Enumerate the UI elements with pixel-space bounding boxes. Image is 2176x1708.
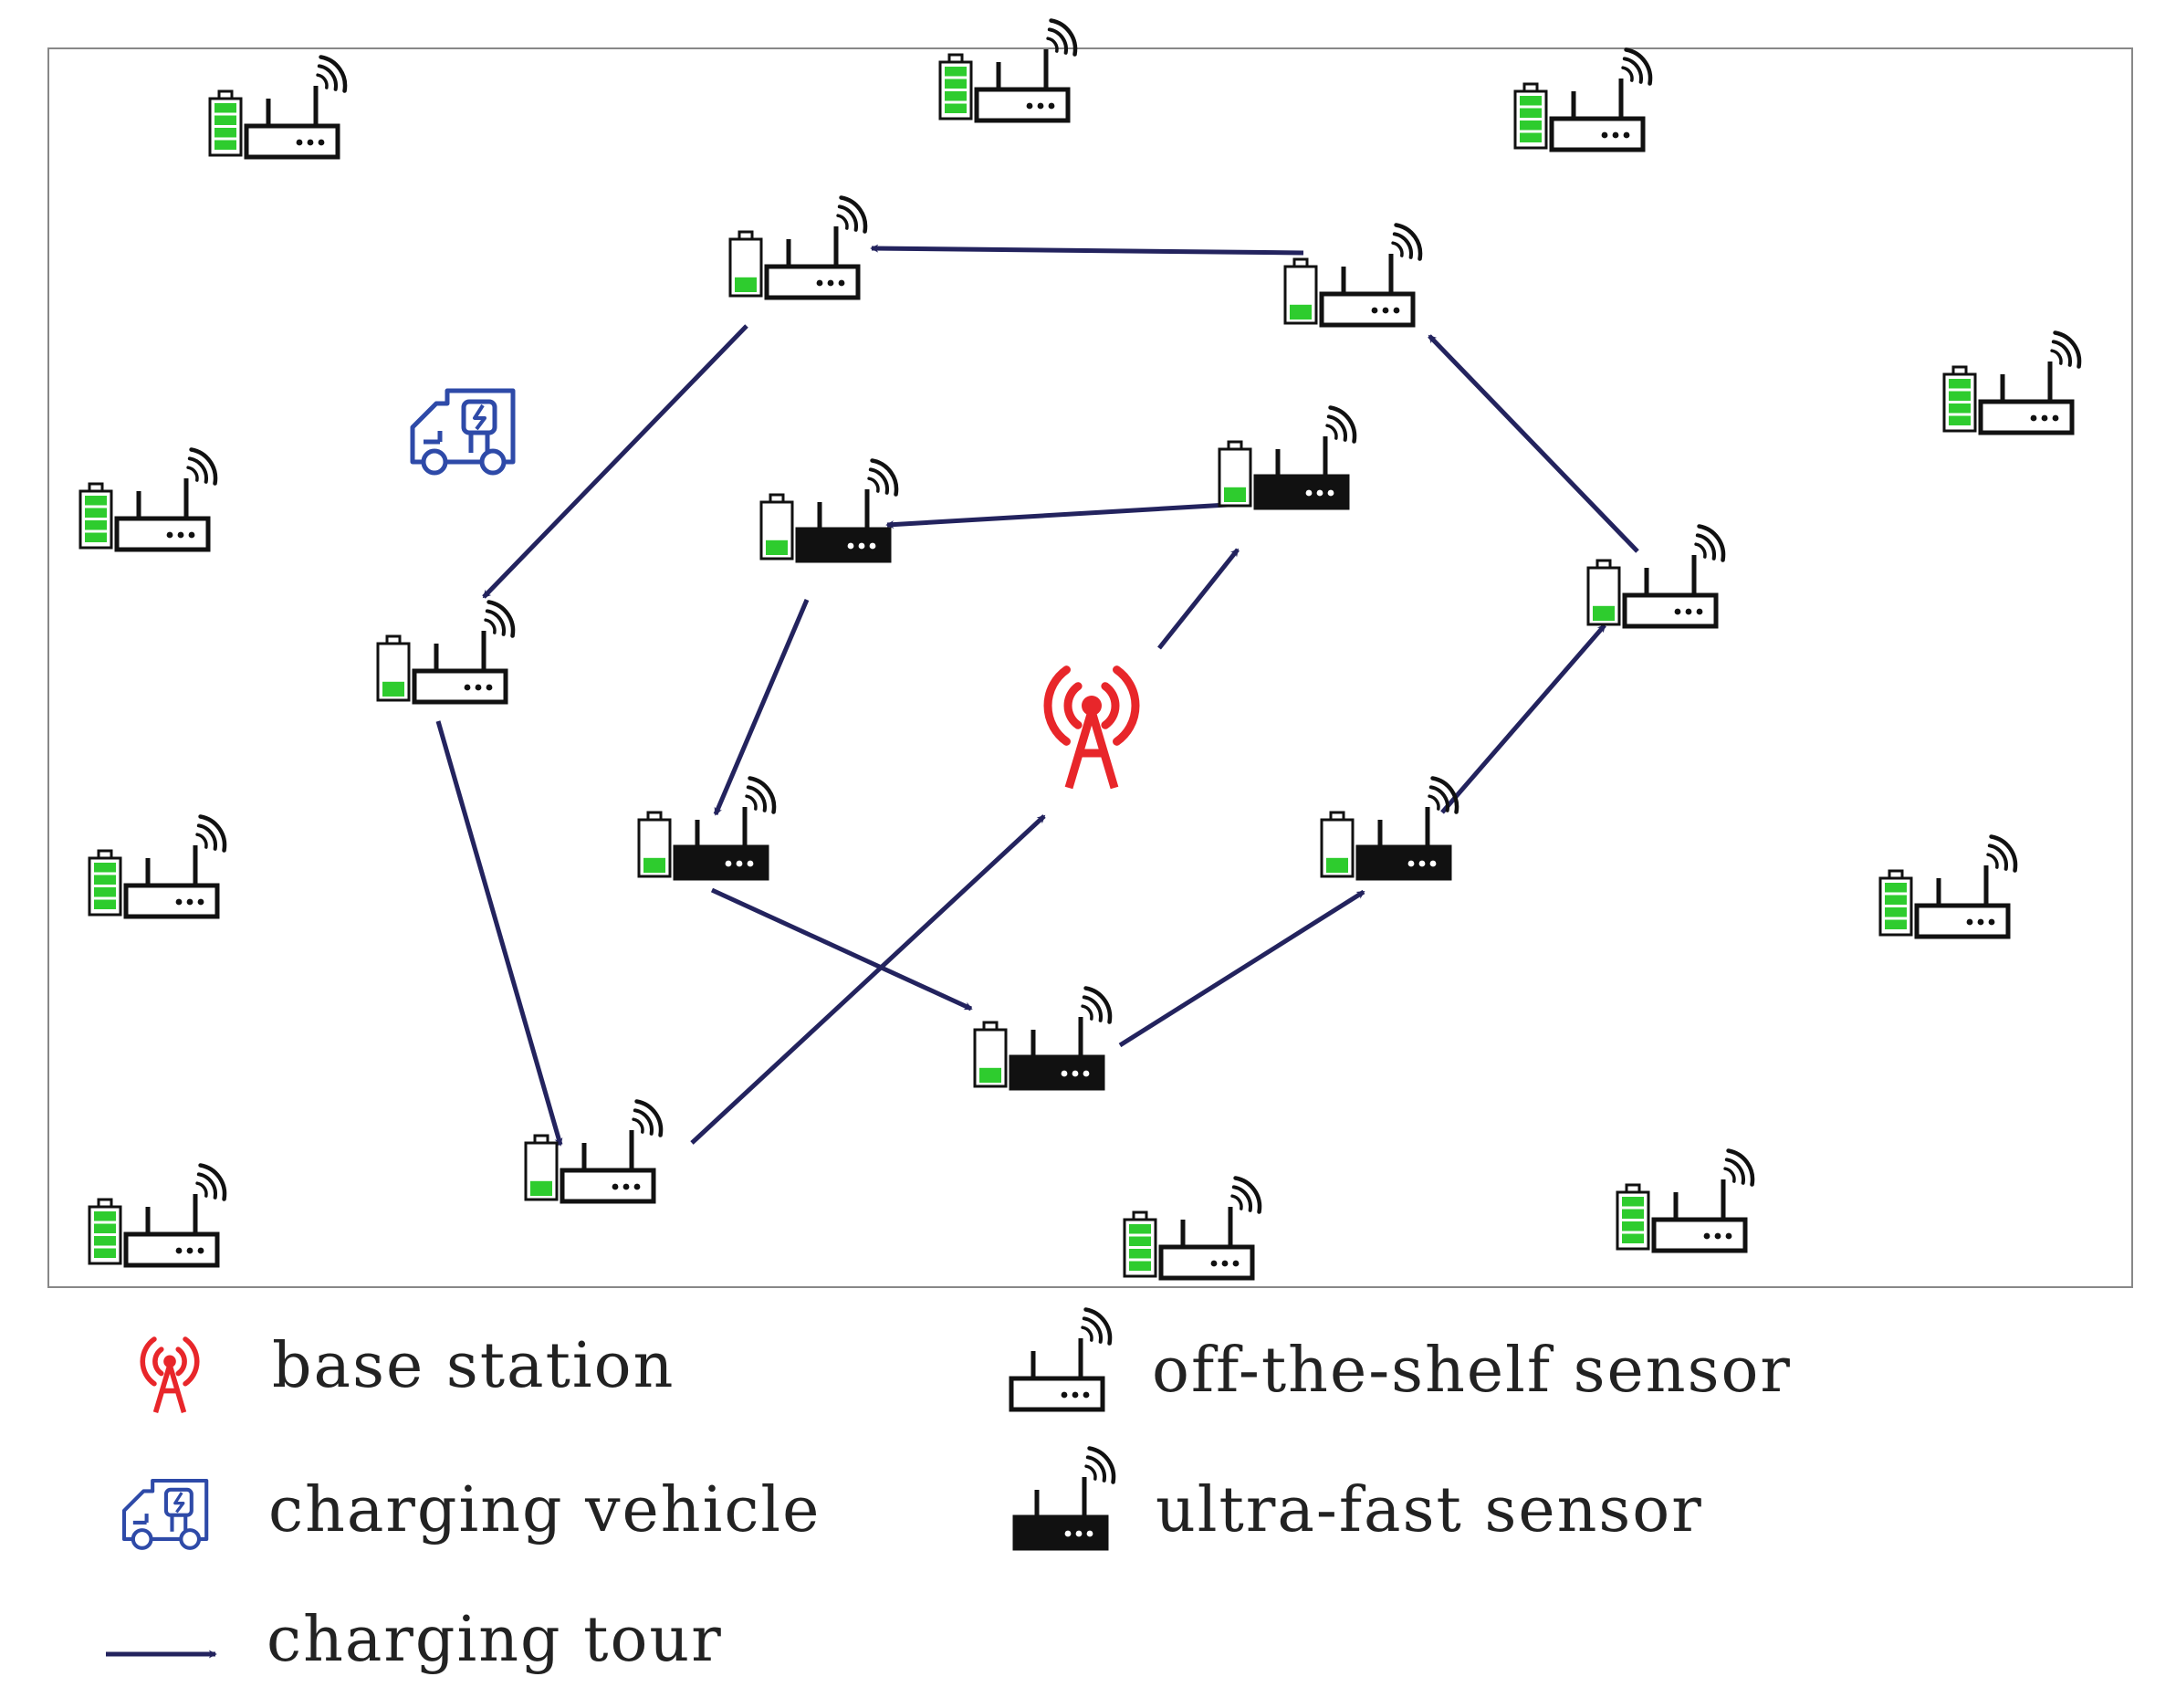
tour-arrow <box>690 814 1046 1145</box>
router-filled-icon <box>795 458 899 563</box>
router-outline-icon <box>764 195 868 300</box>
off-the-shelf-sensor-node <box>88 814 227 919</box>
battery-icon <box>637 811 672 878</box>
off-the-shelf-sensor-node <box>1283 223 1423 328</box>
router-body <box>1549 116 1646 152</box>
ultra-fast-sensor-node <box>1218 405 1357 510</box>
battery-icon <box>1218 440 1252 508</box>
ultra-fast-sensor-node <box>759 458 899 563</box>
router-filled-icon <box>1355 776 1459 881</box>
off-the-shelf-sensor-node <box>728 195 868 300</box>
router-outline-icon <box>1009 1307 1113 1412</box>
off-the-shelf-sensor-node <box>376 600 516 705</box>
router-outline-icon <box>1158 1176 1262 1281</box>
router-outline-icon <box>560 1099 664 1204</box>
off-the-shelf-sensor-node <box>1586 524 1726 629</box>
off-the-shelf-sensor-node <box>208 55 348 160</box>
battery-icon <box>376 634 411 702</box>
router-outline-icon <box>1549 47 1653 152</box>
battery-icon <box>1123 1210 1157 1278</box>
off-the-shelf-sensor-node <box>1513 47 1653 152</box>
off-the-shelf-sensor-node <box>1123 1176 1262 1281</box>
battery-icon <box>728 230 763 298</box>
tour-arrow <box>1428 334 1639 553</box>
battery-icon <box>1942 365 1977 433</box>
battery-icon <box>88 1198 122 1265</box>
base-station-node <box>1043 665 1140 790</box>
tour-arrow <box>713 599 810 816</box>
router-filled-icon <box>1009 986 1113 1091</box>
battery-icon <box>78 482 113 550</box>
tour-arrow <box>885 501 1244 529</box>
tour-arrow <box>1440 623 1606 814</box>
off-the-shelf-sensor-node <box>88 1163 227 1268</box>
off-the-shelf-sensor-node <box>938 18 1078 123</box>
router-outline-icon <box>123 814 227 919</box>
battery-icon <box>973 1021 1008 1088</box>
tour-arrow <box>870 244 1304 256</box>
legend-label-charging-vehicle: charging vehicle <box>268 1474 821 1546</box>
charging-vehicle-icon <box>121 1478 209 1550</box>
battery-icon <box>759 493 794 561</box>
tour-arrow <box>482 324 748 599</box>
router-filled-icon <box>1012 1446 1116 1551</box>
charging-tour <box>435 244 1639 1147</box>
ultra-fast-sensor-node <box>637 776 777 881</box>
router-body <box>1978 399 2075 435</box>
router-outline-icon <box>1978 330 2082 435</box>
legend-label-charging-tour: charging tour <box>267 1604 723 1676</box>
off-the-shelf-sensor-node <box>1942 330 2082 435</box>
router-outline-icon <box>412 600 516 705</box>
tour-arrow <box>710 887 973 1011</box>
off-the-shelf-sensor-node <box>78 447 218 552</box>
battery-icon <box>1320 811 1355 878</box>
battery-icon <box>208 89 243 157</box>
router-outline-icon <box>123 1163 227 1268</box>
off-the-shelf-sensor-node <box>524 1099 664 1204</box>
radio-tower-icon <box>140 1336 200 1413</box>
radio-tower-icon <box>1043 665 1140 790</box>
tour-arrow <box>1157 548 1240 650</box>
router-outline-icon <box>114 447 218 552</box>
battery-icon <box>524 1134 559 1201</box>
off-the-shelf-sensor-node <box>1616 1148 1755 1253</box>
battery-icon <box>1283 257 1318 325</box>
legend-icons <box>106 1307 1116 1659</box>
router-outline-icon <box>1622 524 1726 629</box>
legend-label-base-station: base station <box>272 1330 675 1402</box>
charging-vehicle-icon <box>410 388 516 476</box>
router-outline-icon <box>1651 1148 1755 1253</box>
router-filled-icon <box>673 776 777 881</box>
tour-arrow <box>1118 889 1365 1048</box>
router-body <box>764 264 861 300</box>
battery-icon <box>1513 82 1548 150</box>
sensor-nodes <box>78 18 2082 1281</box>
battery-icon <box>1586 559 1621 626</box>
legend-label-off-the-shelf-sensor: off-the-shelf sensor <box>1152 1335 1792 1407</box>
ultra-fast-sensor-node <box>973 986 1113 1091</box>
router-outline-icon <box>1914 834 2018 939</box>
field-border <box>47 47 2133 1288</box>
legend-label-ultra-fast-sensor: ultra-fast sensor <box>1156 1474 1703 1546</box>
battery-icon <box>1616 1183 1650 1251</box>
router-outline-icon <box>974 18 1078 123</box>
router-filled-icon <box>1253 405 1357 510</box>
battery-icon <box>938 53 973 121</box>
battery-icon <box>88 849 122 917</box>
router-outline-icon <box>244 55 348 160</box>
router-outline-icon <box>1319 223 1423 328</box>
battery-icon <box>1878 869 1913 937</box>
router-body <box>1651 1217 1748 1253</box>
charging-vehicle-node <box>410 388 516 476</box>
ultra-fast-sensor-node <box>1320 776 1459 881</box>
off-the-shelf-sensor-node <box>1878 834 2018 939</box>
tour-arrow <box>435 720 563 1147</box>
